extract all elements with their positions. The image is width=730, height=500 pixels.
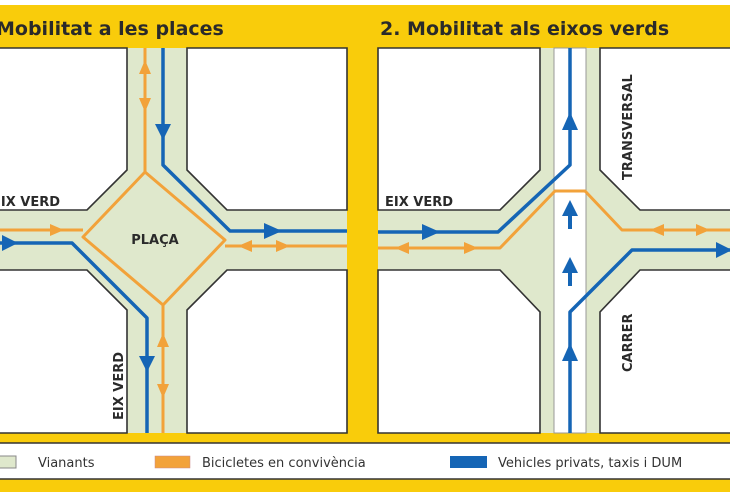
vehicle-lane: [161, 48, 347, 233]
legend-label-vehicle: Vehicles privats, taxis i DUM: [498, 456, 682, 471]
city-block: [599, 47, 730, 211]
arrow-down-icon: [155, 124, 171, 140]
panel1-title: Mobilitat a les places: [0, 18, 224, 40]
legend: Vianants Bicicletes en convivència Vehic…: [0, 442, 730, 480]
vehicle-lane: [568, 248, 730, 433]
city-block: [186, 47, 348, 211]
city-block: [0, 47, 128, 211]
city-block: [186, 269, 348, 434]
arrow-left-icon: [650, 224, 664, 236]
arrow-right-icon: [422, 224, 440, 240]
city-block: [0, 269, 128, 434]
arrow-right-icon: [50, 224, 64, 236]
arrow-right-icon: [276, 240, 290, 252]
street-label-carrer: CARRER: [621, 313, 636, 372]
city-block: [599, 269, 730, 434]
arrow-right-icon: [2, 235, 18, 251]
arrow-right-icon: [716, 242, 730, 258]
legend-label-pedestrian: Vianants: [38, 456, 95, 471]
legend-box: [0, 443, 730, 479]
bike-lane: [378, 189, 730, 250]
arrow-up-icon: [562, 200, 578, 216]
arrow-down-icon: [157, 384, 169, 398]
legend-swatch-pedestrian: [0, 455, 17, 469]
street-label-eix-verd: EIX VERD: [0, 195, 60, 210]
arrow-right-icon: [264, 223, 282, 239]
arrow-stem: [568, 272, 572, 286]
vehicle-lane: [0, 241, 149, 433]
panel-green-axes: EIX VERD TRANSVERSAL CARRER: [377, 47, 730, 434]
legend-swatch-bicycle: [154, 455, 191, 469]
street-label-eix-verd: EIX VERD: [385, 195, 453, 210]
arrow-right-icon: [696, 224, 710, 236]
arrow-left-icon: [395, 242, 409, 254]
street-label-transversal: TRANSVERSAL: [621, 74, 636, 180]
legend-label-bicycle: Bicicletes en convivència: [202, 456, 366, 471]
city-block: [377, 47, 541, 211]
panel2-title: 2. Mobilitat als eixos verds: [380, 18, 669, 40]
arrow-up-icon: [157, 333, 169, 347]
arrow-up-icon: [139, 60, 151, 74]
arrow-down-icon: [139, 98, 151, 112]
legend-swatch-vehicle: [450, 456, 487, 468]
arrow-down-icon: [139, 356, 155, 372]
arrow-up-icon: [562, 343, 578, 361]
city-block: [377, 269, 541, 434]
arrow-right-icon: [464, 242, 478, 254]
panel-squares: EIX VERD PLAÇA EIX VERD: [0, 47, 348, 434]
arrow-stem: [568, 215, 572, 229]
arrow-up-icon: [562, 257, 578, 273]
arrow-left-icon: [238, 240, 252, 252]
arrow-up-icon: [562, 112, 578, 130]
street-label-eix-verd-vertical: EIX VERD: [112, 352, 127, 420]
square-label: PLAÇA: [131, 233, 178, 248]
